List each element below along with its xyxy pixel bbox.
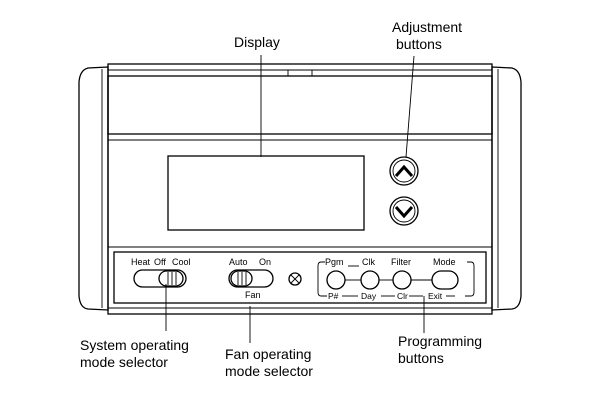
- fan-label: Fan: [245, 290, 261, 300]
- heat-label: Heat: [131, 257, 151, 267]
- clk-button[interactable]: [360, 270, 380, 290]
- p-number-label: P#: [328, 291, 339, 301]
- off-label: Off: [154, 257, 166, 267]
- filter-button[interactable]: [392, 270, 412, 290]
- auto-label: Auto: [229, 257, 248, 267]
- display-callout: Display: [234, 34, 280, 50]
- system-mode-slider[interactable]: [133, 269, 187, 288]
- clk-label: Clk: [362, 257, 375, 267]
- control-panel: [113, 251, 487, 304]
- adjustment-leader: [405, 55, 415, 158]
- fan-callout-2: mode selector: [225, 363, 313, 379]
- thermostat-body: [78, 63, 522, 315]
- adjustment-callout-1: Adjustment: [392, 19, 462, 35]
- exit-label: Exit: [428, 291, 443, 301]
- programming-bracket: [317, 261, 475, 297]
- lcd-display: [167, 155, 365, 231]
- up-button[interactable]: [389, 156, 419, 186]
- chevron-up-icon: [394, 164, 414, 177]
- fan-slider-knob[interactable]: [230, 270, 253, 287]
- left-end-cap: [78, 66, 109, 311]
- upper-cover: [107, 75, 493, 135]
- system-callout-2: mode selector: [80, 354, 168, 370]
- fan-mode-slider[interactable]: [228, 269, 274, 288]
- faceplate: [107, 63, 493, 315]
- adjustment-callout-2: buttons: [396, 36, 442, 52]
- programming-callout-2: buttons: [398, 350, 444, 366]
- clr-label: Clr: [397, 291, 408, 301]
- filter-label: Filter: [391, 257, 411, 267]
- indicator-light: [288, 272, 302, 286]
- right-end-cap: [491, 66, 522, 311]
- programming-callout-1: Programming: [398, 333, 482, 349]
- day-label: Day: [361, 291, 377, 301]
- mode-label: Mode: [433, 257, 456, 267]
- pgm-label: Pgm: [325, 257, 344, 267]
- on-label: On: [259, 257, 271, 267]
- system-slider-knob[interactable]: [158, 270, 184, 287]
- fan-callout-1: Fan operating: [225, 346, 311, 362]
- system-callout-1: System operating: [80, 337, 189, 353]
- cool-label: Cool: [172, 257, 191, 267]
- chevron-down-icon: [394, 206, 414, 219]
- mode-button[interactable]: [431, 270, 459, 290]
- down-button[interactable]: [389, 196, 419, 226]
- pgm-button[interactable]: [326, 270, 346, 290]
